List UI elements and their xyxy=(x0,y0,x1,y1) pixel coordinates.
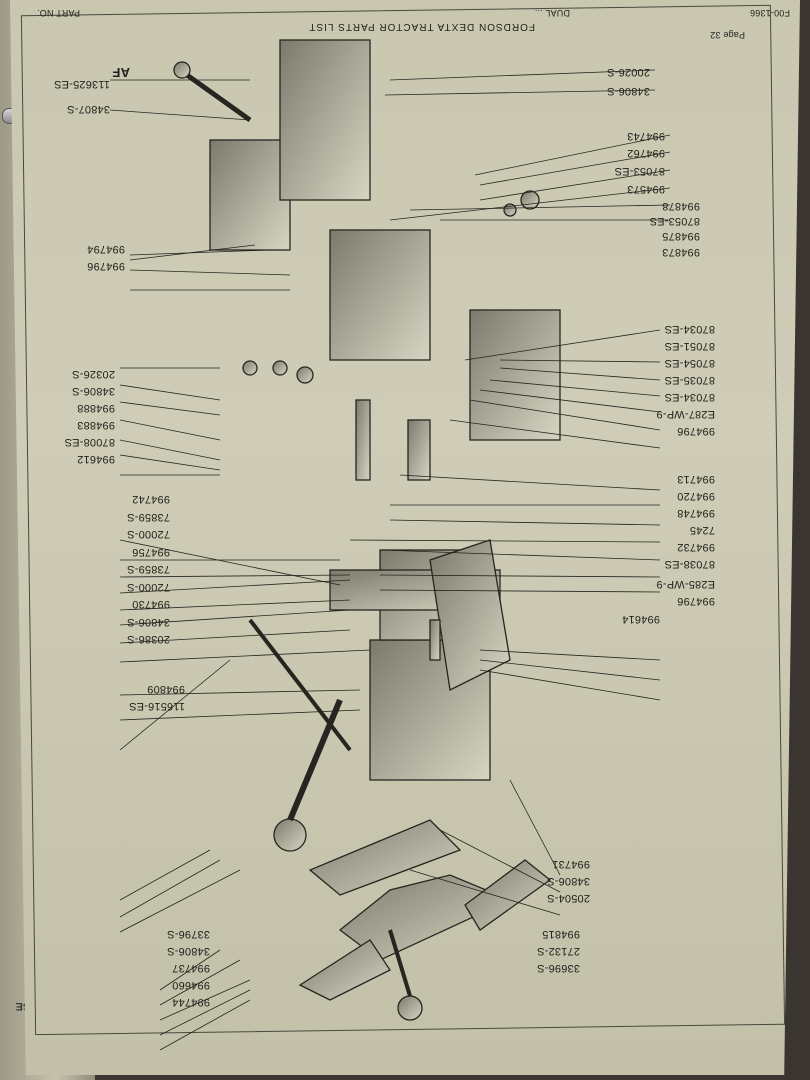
callout-label: 994744 xyxy=(172,996,210,1008)
callout-label: 87008-ES xyxy=(64,436,115,448)
callout-label: 20026-S xyxy=(607,66,650,78)
rear-gasket-plate xyxy=(469,309,561,441)
callout-label: 20504-S xyxy=(547,892,590,904)
callout-label: 994796 xyxy=(677,425,715,437)
callout-label: 87034-ES xyxy=(664,323,715,335)
callout-label: 994756 xyxy=(132,546,170,558)
callout-label: 994743 xyxy=(627,130,665,142)
callout-label: 994713 xyxy=(677,473,715,485)
callout-label: 994742 xyxy=(132,493,170,505)
callout-label: 113625-ES xyxy=(53,78,110,90)
callout-label: 994720 xyxy=(677,490,715,502)
callout-label: 34806-S xyxy=(607,85,650,97)
callout-label: 73859-S xyxy=(127,511,170,523)
small-rod xyxy=(429,619,441,661)
callout-label: 87051-ES xyxy=(664,340,715,352)
control-lever xyxy=(248,618,352,752)
side-plate xyxy=(429,539,511,691)
callout-label: 994888 xyxy=(77,402,115,414)
spring-spool xyxy=(407,419,431,481)
callout-label: 994873 xyxy=(662,246,700,258)
callout-label: 994762 xyxy=(627,147,665,159)
washer xyxy=(242,360,258,376)
lever-rod xyxy=(388,929,412,997)
callout-label: 994573 xyxy=(627,183,665,195)
callout-label: 994809 xyxy=(147,683,185,695)
callout-label: 994883 xyxy=(77,419,115,431)
callout-label: 7245 xyxy=(689,524,715,536)
cap-nut xyxy=(520,190,540,210)
callout-label: 33796-S xyxy=(167,928,210,940)
callout-label: 994612 xyxy=(77,453,115,465)
cover-plate xyxy=(209,139,291,251)
callout-label: 116516-ES xyxy=(128,700,185,712)
callout-label: 34807-S xyxy=(67,103,110,115)
lift-lever-arm xyxy=(464,859,552,931)
callout-label: 994737 xyxy=(172,962,210,974)
washer xyxy=(296,366,314,384)
corner-code: F00-1366 xyxy=(749,8,790,18)
callout-label: 994614 xyxy=(622,613,660,625)
callout-label: 27132-S xyxy=(537,945,580,957)
lever-knob xyxy=(397,995,423,1021)
callout-label: 87038-ES xyxy=(664,558,715,570)
callout-label: 994796 xyxy=(87,260,125,272)
callout-label: E287-WP-9 xyxy=(656,408,715,420)
callout-label: 34806-S xyxy=(127,616,170,628)
callout-label: 34806-S xyxy=(547,875,590,887)
part-no-heading: PART NO. xyxy=(36,8,80,18)
callout-label: 87053-ES xyxy=(614,165,665,177)
section-title: DUAL ... xyxy=(534,8,570,18)
footer-title: FORDSON DEXTA TRACTOR PARTS LIST xyxy=(308,21,535,32)
push-rod-head xyxy=(173,61,191,79)
callout-label: 994660 xyxy=(172,979,210,991)
callout-label: 994878 xyxy=(662,200,700,212)
page-number: Page 32 xyxy=(710,30,745,40)
leader-lines xyxy=(109,69,671,1051)
callout-label: 72000-S xyxy=(127,528,170,540)
callout-label: 87034-ES xyxy=(664,391,715,403)
callout-label: 994732 xyxy=(677,541,715,553)
callout-label: 994748 xyxy=(677,507,715,519)
lever-ball xyxy=(273,818,307,852)
top-cover xyxy=(279,39,371,201)
callout-label: 87035-ES xyxy=(664,374,715,386)
callout-label: 87054-ES xyxy=(664,357,715,369)
callout-label: 73859-S xyxy=(127,563,170,575)
callout-label: 34806-S xyxy=(167,945,210,957)
lever-bracket xyxy=(298,939,391,1001)
washer xyxy=(272,360,288,376)
callout-label: 33696-S xyxy=(537,962,580,974)
callout-label: 994731 xyxy=(552,858,590,870)
callout-label: 994794 xyxy=(87,243,125,255)
section-code: AF xyxy=(112,65,130,80)
callout-label: 72000-S xyxy=(127,581,170,593)
callout-label: 20326-S xyxy=(72,368,115,380)
push-rod xyxy=(178,67,252,123)
lever-handle xyxy=(287,698,343,822)
callout-label: 994730 xyxy=(132,598,170,610)
callout-label: E285-WP-9 xyxy=(656,578,715,590)
callout-label: 34806-S xyxy=(72,385,115,397)
upper-valve-block xyxy=(329,229,431,361)
callout-label: 87053-ES xyxy=(649,215,700,227)
lift-lever-plate xyxy=(338,874,512,961)
callout-label: 994875 xyxy=(662,230,700,242)
callout-label: 20386-S xyxy=(127,633,170,645)
valve-rod xyxy=(355,399,371,481)
callout-label: 994815 xyxy=(542,928,580,940)
callout-label: 994796 xyxy=(677,595,715,607)
